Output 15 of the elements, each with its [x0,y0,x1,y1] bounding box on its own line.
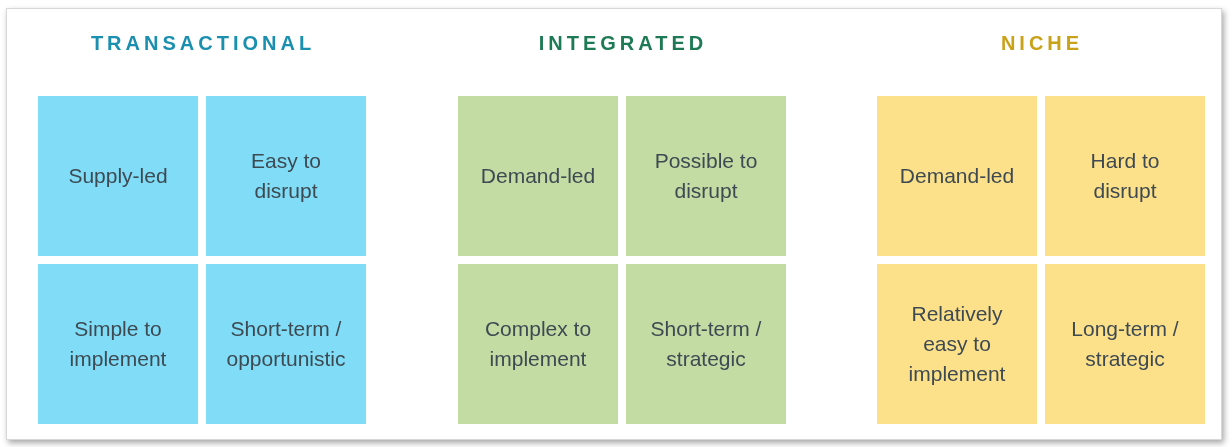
colored-tile: Short-term / strategic [626,264,786,424]
group-heading: NICHE [999,31,1085,56]
colored-tile: Demand-led [458,96,618,256]
group-heading: INTEGRATED [537,31,709,56]
colored-tile: Short-term / opportunistic [206,264,366,424]
colored-tile: Relatively easy to implement [877,264,1037,424]
colored-tile: Simple to implement [38,264,198,424]
colored-tile: Long-term / strategic [1045,264,1205,424]
colored-tile: Easy to disrupt [206,96,366,256]
colored-tile: Demand-led [877,96,1037,256]
colored-tile: Hard to disrupt [1045,96,1205,256]
colored-tile: Complex to implement [458,264,618,424]
group-heading: TRANSACTIONAL [89,31,317,56]
colored-tile: Possible to disrupt [626,96,786,256]
colored-tile: Supply-led [38,96,198,256]
